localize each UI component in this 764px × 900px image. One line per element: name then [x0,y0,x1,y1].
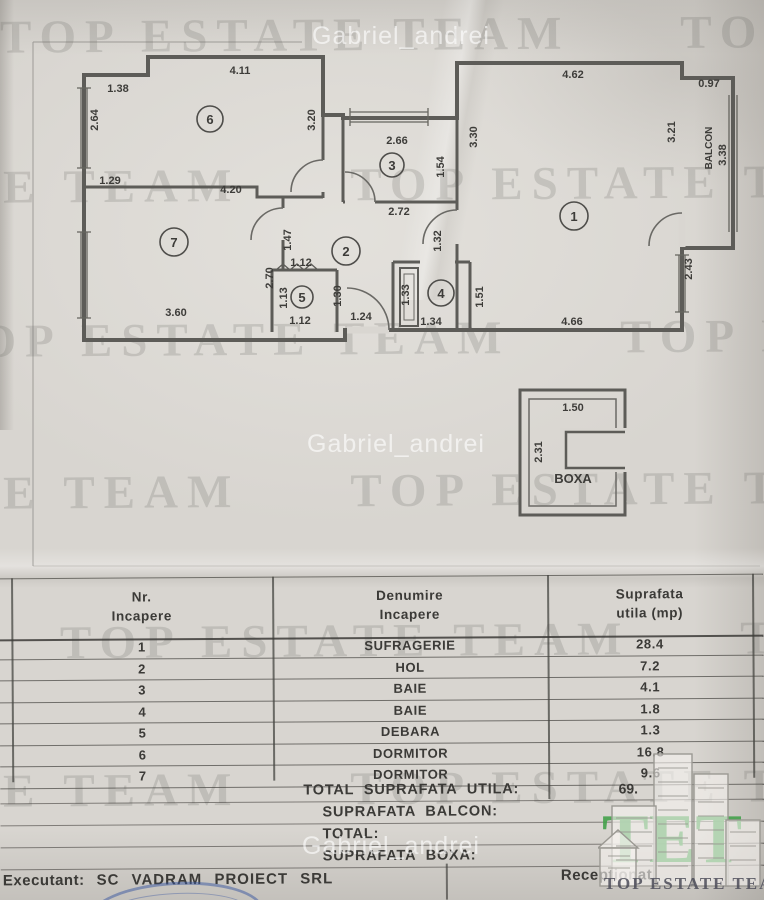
header-text: Incapere [379,606,440,623]
room-number: 4 [437,286,445,301]
boxa-label: BOXA [554,471,592,486]
interior-walls [84,115,472,332]
dimension-label: 1.47 [282,229,294,250]
header-text: Denumire [376,587,444,604]
dimension-label: 1.30 [332,285,344,306]
balcon-label: BALCON [704,127,715,170]
dimension-label: 4.20 [220,184,241,196]
header-text: utila (mp) [616,605,684,621]
dimension-label: 3.20 [306,109,318,130]
paper-crease-horizontal [0,548,764,588]
row-name: DEBARA [380,723,441,740]
header-cell-nr: Nr. Incapere [11,578,272,627]
dimension-label: 1.24 [350,311,372,323]
brand-logo: TET [598,753,761,887]
room-6-circle [196,105,224,133]
door-gaps [347,213,686,334]
dimension-label: 4.11 [230,65,251,77]
row-name: BAIE [393,680,427,696]
room-4-circle [427,279,455,307]
dimension-label: 1.51 [474,286,486,307]
total-label: SUPRAFATA BALCON: [322,802,498,820]
dimension-label: 2.70 [264,267,276,288]
header-cell-area: Suprafata utila (mp) [547,575,752,623]
dimension-label: 2.72 [388,206,409,218]
room-number: 7 [170,235,177,250]
sheet-frame-line [32,41,302,566]
dimension-label: 3.38 [717,144,729,165]
dimension-label: 1.29 [99,175,120,187]
user-watermark: Gabriel_andrei [312,22,490,50]
dimension-label: 1.54 [435,155,447,177]
dimension-label: 1.12 [289,315,310,327]
row-area: 4.1 [640,679,661,695]
logo-building-windows [608,767,756,869]
dimension-label: 2.43 [683,258,695,279]
dimension-label: 1.13 [278,287,290,308]
dimension-label: 0.97 [698,78,719,90]
dimension-label: 1.34 [420,316,442,328]
executant-label: Executant: [2,871,85,889]
room-2-circle [331,236,361,266]
zigzag-symbol [275,263,319,271]
room-5-circle [290,285,314,309]
dimension-label: 4.62 [562,69,583,81]
paper-shade-top [0,0,764,55]
shower-fixture [399,267,419,327]
user-watermark: Gabriel_andrei [307,430,485,458]
shower-fixture-inner [403,273,415,321]
room-number: 5 [298,290,305,305]
window-symbols [77,87,738,319]
dimension-label: 3.30 [468,126,480,147]
dimension-label: 4.66 [561,316,582,328]
room-number: 3 [388,158,395,173]
row-nr: 1 [137,639,146,655]
boxa-plan: 1.50 2.31 BOXA [518,388,630,517]
dimension-label: 1.38 [107,83,128,95]
dimension-label: 3.21 [666,121,678,142]
row-area: 28.4 [636,636,664,652]
dimension-label: 1.50 [562,402,583,414]
row-area: 7.2 [640,657,661,673]
header-text: Suprafata [615,586,684,602]
table-header: Nr. Incapere Denumire Incapere Suprafata… [0,573,764,642]
header-cell-name: Denumire Incapere [272,576,547,625]
row-nr: 2 [138,660,147,676]
floor-plan-drawing: 6 7 3 2 5 4 1 1.38 4.11 2.64 1.29 4.20 3… [32,41,760,567]
header-text: Nr. [131,589,152,605]
paper-shade-left [0,0,14,430]
row-area: 1.8 [640,700,661,716]
row-nr: 3 [138,682,147,698]
row-name: BAIE [393,702,428,718]
row-area: 1.3 [640,722,661,738]
room-7-circle [159,227,189,257]
room-number: 2 [342,244,349,259]
room-number: 6 [206,112,213,127]
dimension-label: 1.12 [290,257,311,269]
row-name: HOL [395,659,425,675]
row-name: DORMITOR [372,745,449,761]
signature-divider [445,863,448,900]
room-circles [159,105,589,309]
logo-caption: TOP ESTATE TEAM [604,874,764,893]
dimension-label: 3.60 [165,307,186,319]
row-name: SUFRAGERIE [364,637,456,654]
row-nr: 6 [138,746,147,762]
row-nr: 4 [138,703,147,719]
outer-walls [82,55,735,342]
dimension-label: 2.66 [386,135,407,147]
room-1-circle [559,201,589,231]
room-number: 1 [570,209,577,224]
total-label: TOTAL SUPRAFATA UTILA: [303,780,520,798]
dimension-label: 2.31 [533,441,545,462]
dimension-label: 1.33 [400,284,412,305]
header-text: Incapere [111,608,172,624]
dimension-label: 2.64 [89,108,101,130]
row-nr: 5 [138,725,147,741]
door-arcs [250,159,683,331]
company-stamp-inner [99,889,250,900]
dimension-label: 1.32 [432,230,444,251]
room-3-circle [379,152,405,178]
user-watermark: Gabriel_andrei [302,832,480,860]
